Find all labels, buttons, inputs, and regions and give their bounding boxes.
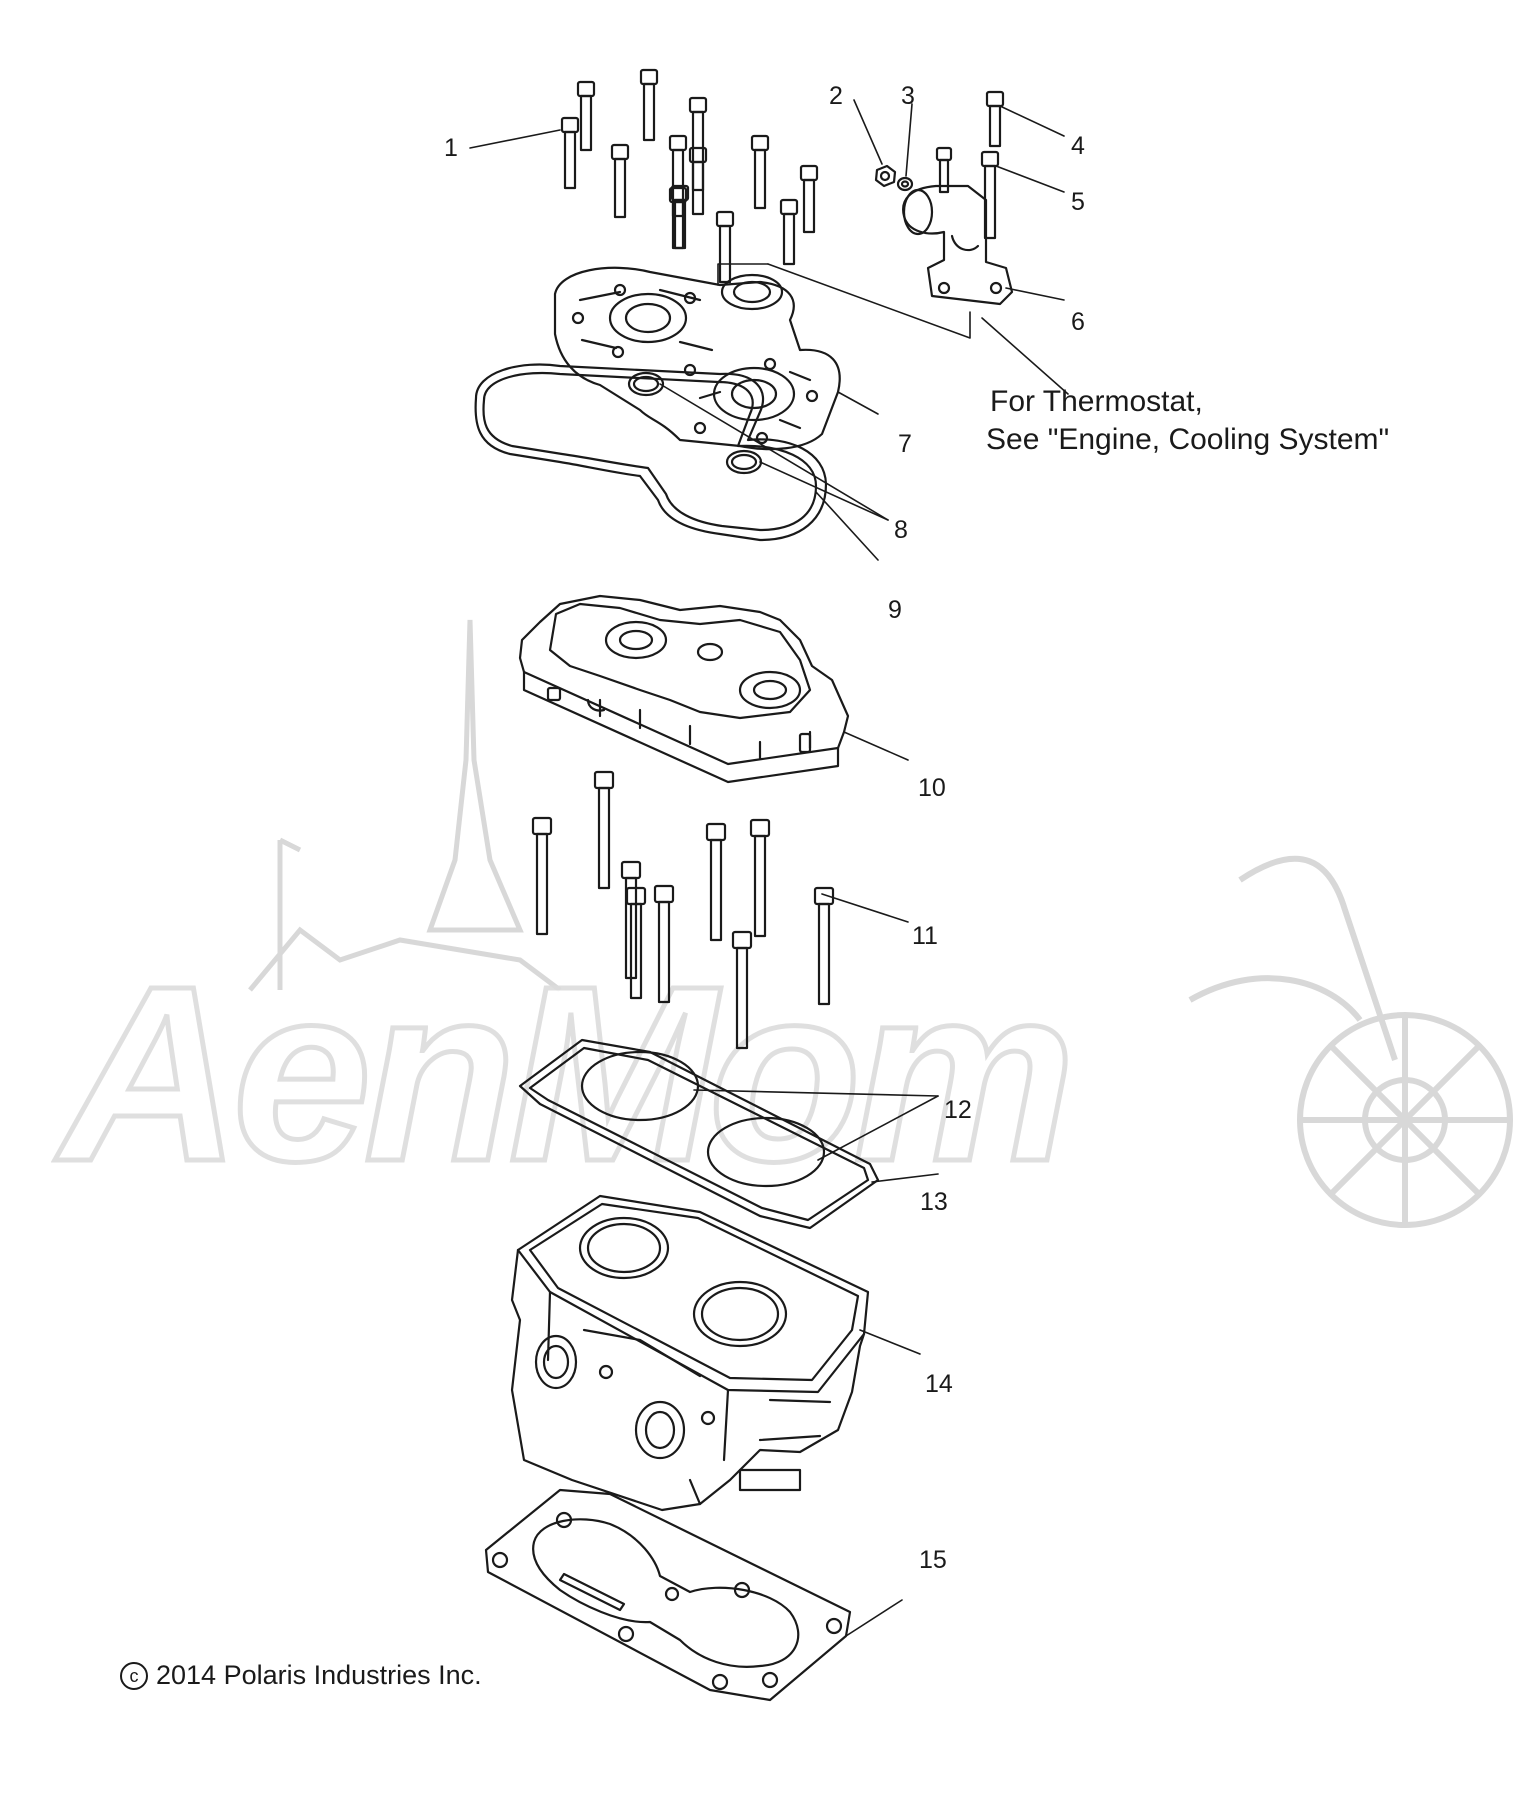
watermark-text: AenMom bbox=[58, 932, 1079, 1216]
callout-14: 14 bbox=[925, 1370, 953, 1398]
head-bolts-upper bbox=[560, 68, 819, 284]
bolt bbox=[576, 80, 596, 152]
copyright-text: 2014 Polaris Industries Inc. bbox=[156, 1660, 482, 1690]
bolt bbox=[531, 816, 553, 936]
copyright-icon: c bbox=[120, 1662, 148, 1690]
thermostat-note-line2: See "Engine, Cooling System" bbox=[986, 423, 1390, 456]
base-gasket bbox=[484, 1488, 852, 1702]
bolt bbox=[705, 822, 727, 942]
head-seal-gasket bbox=[474, 363, 828, 542]
head-cover bbox=[553, 266, 841, 451]
bolt bbox=[731, 930, 753, 1050]
thermostat-reference-lines bbox=[717, 263, 1069, 395]
callout-8: 8 bbox=[894, 516, 908, 544]
callout-12: 12 bbox=[944, 1096, 972, 1124]
copyright-notice: c 2014 Polaris Industries Inc. bbox=[120, 1660, 482, 1691]
bolt bbox=[653, 884, 675, 1004]
callout-11: 11 bbox=[912, 922, 938, 950]
bolt bbox=[625, 886, 647, 1000]
bolt bbox=[688, 96, 708, 192]
callout-1: 1 bbox=[444, 134, 458, 162]
callout-13: 13 bbox=[920, 1188, 948, 1216]
bolt bbox=[750, 134, 770, 210]
bolt bbox=[610, 143, 630, 219]
thermostat-note-line1: For Thermostat, bbox=[990, 385, 1203, 418]
callout-3: 3 bbox=[901, 82, 915, 110]
bolt bbox=[668, 134, 688, 218]
callout-5: 5 bbox=[1071, 188, 1085, 216]
callout-6: 6 bbox=[1071, 308, 1085, 336]
callout-2: 2 bbox=[829, 82, 843, 110]
leader-lines bbox=[469, 99, 1065, 1637]
bolt bbox=[668, 186, 688, 250]
callout-15: 15 bbox=[919, 1546, 947, 1574]
bolt bbox=[593, 770, 615, 890]
bolt bbox=[560, 116, 580, 190]
spire-icon bbox=[248, 619, 562, 992]
bolt bbox=[779, 198, 799, 266]
bolt bbox=[639, 68, 659, 142]
head-bolts-lower bbox=[531, 770, 835, 1050]
bolt bbox=[749, 818, 771, 938]
cylinder-block bbox=[510, 1194, 870, 1512]
callout-4: 4 bbox=[1071, 132, 1085, 160]
callout-7: 7 bbox=[898, 430, 912, 458]
bolt bbox=[688, 146, 708, 216]
bolt bbox=[813, 886, 835, 1006]
callout-9: 9 bbox=[888, 596, 902, 624]
cylinder-o-rings bbox=[518, 1038, 880, 1230]
bolt bbox=[715, 210, 735, 284]
thermostat-housing-parts bbox=[874, 90, 1014, 306]
bolt bbox=[799, 164, 819, 234]
callout-10: 10 bbox=[918, 774, 946, 802]
motorcycle-icon bbox=[1188, 855, 1513, 1228]
cylinder-head bbox=[518, 594, 850, 784]
